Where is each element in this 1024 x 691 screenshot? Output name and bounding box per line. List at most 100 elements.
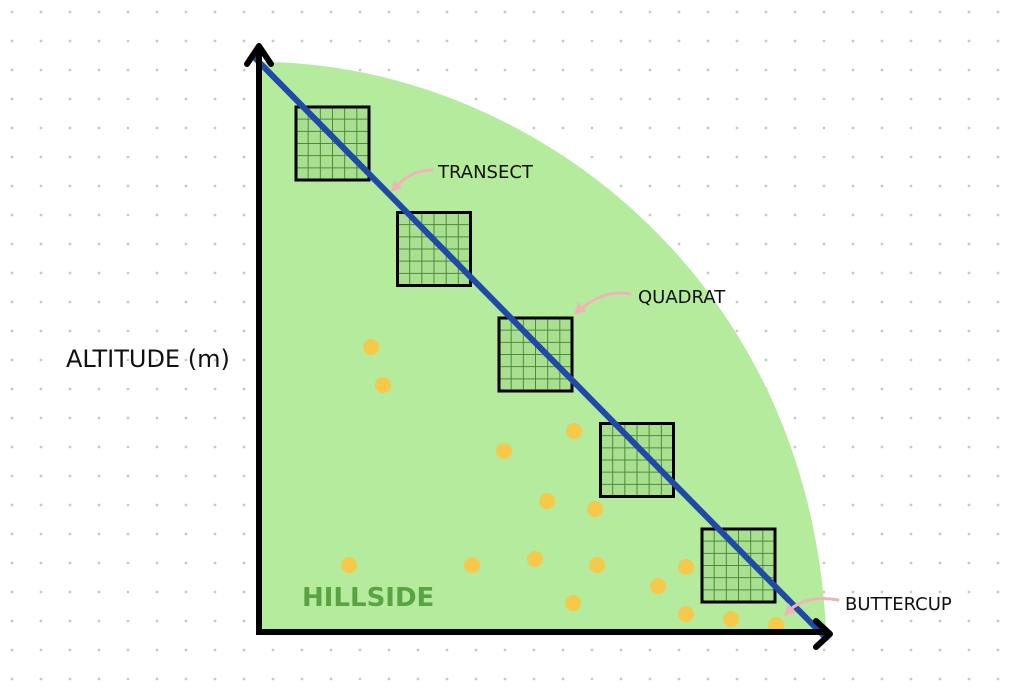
grid-dot (967, 532, 971, 536)
grid-dot (184, 155, 188, 159)
grid-dot (938, 503, 942, 507)
grid-dot (793, 445, 797, 449)
grid-dot (851, 213, 855, 217)
grid-dot (213, 271, 217, 275)
grid-dot (39, 329, 43, 333)
grid-dot (126, 184, 130, 188)
grid-dot (213, 532, 217, 536)
grid-dot (358, 677, 362, 681)
grid-dot (909, 416, 913, 420)
grid-dot (677, 155, 681, 159)
grid-dot (242, 97, 246, 101)
grid-dot (735, 39, 739, 43)
grid-dot (909, 300, 913, 304)
grid-dot (590, 68, 594, 72)
axes (244, 43, 833, 650)
grid-dot (967, 648, 971, 652)
grid-dot (677, 68, 681, 72)
grid-dot (648, 155, 652, 159)
grid-dot (677, 97, 681, 101)
grid-dot (68, 474, 72, 478)
grid-dot (851, 677, 855, 681)
grid-dot (938, 242, 942, 246)
grid-dot (68, 561, 72, 565)
grid-dot (68, 648, 72, 652)
quadrat (700, 527, 777, 604)
grid-dot (39, 387, 43, 391)
grid-dot (590, 126, 594, 130)
grid-dot (764, 68, 768, 72)
grid-dot (126, 329, 130, 333)
grid-dot (358, 10, 362, 14)
grid-dot (938, 416, 942, 420)
grid-dot (967, 213, 971, 217)
grid-dot (213, 329, 217, 333)
grid-dot (39, 213, 43, 217)
grid-dot (387, 648, 391, 652)
grid-dot (909, 68, 913, 72)
grid-dot (706, 155, 710, 159)
grid-dot (184, 39, 188, 43)
grid-dot (155, 155, 159, 159)
grid-dot (793, 329, 797, 333)
grid-dot (851, 532, 855, 536)
grid-dot (706, 242, 710, 246)
quadrat-border (700, 527, 777, 604)
grid-dot (996, 474, 1000, 478)
grid-dot (474, 97, 478, 101)
grid-dot (677, 213, 681, 217)
grid-dot (10, 387, 14, 391)
grid-dot (242, 126, 246, 130)
grid-dot (39, 648, 43, 652)
grid-dot (68, 97, 72, 101)
grid-dot (271, 10, 275, 14)
grid-dot (39, 619, 43, 623)
grid-dot (126, 590, 130, 594)
grid-dot (532, 68, 536, 72)
grid-dot (126, 155, 130, 159)
grid-dot (10, 242, 14, 246)
grid-dot (822, 126, 826, 130)
grid-dot (822, 358, 826, 362)
grid-dot (474, 648, 478, 652)
grid-dot (10, 503, 14, 507)
grid-dot (532, 97, 536, 101)
grid-dot (764, 184, 768, 188)
grid-dot (793, 271, 797, 275)
grid-dot (126, 619, 130, 623)
grid-dot (10, 532, 14, 536)
grid-dot (909, 619, 913, 623)
grid-dot (764, 358, 768, 362)
grid-dot (97, 590, 101, 594)
grid-dot (793, 387, 797, 391)
grid-dot (68, 300, 72, 304)
buttercup-group (341, 339, 784, 633)
grid-dot (735, 648, 739, 652)
grid-dot (10, 10, 14, 14)
grid-dot (155, 474, 159, 478)
grid-dot (648, 126, 652, 130)
grid-dot (155, 126, 159, 130)
grid-dot (97, 39, 101, 43)
grid-dot (155, 590, 159, 594)
buttercup (363, 339, 379, 355)
grid-dot (68, 213, 72, 217)
grid-dot (967, 68, 971, 72)
grid-dot (97, 503, 101, 507)
grid-dot (706, 184, 710, 188)
grid-dot (39, 445, 43, 449)
grid-dot (68, 271, 72, 275)
grid-dot (996, 213, 1000, 217)
buttercup-callout-label: BUTTERCUP (845, 594, 952, 615)
grid-dot (242, 300, 246, 304)
grid-dot (97, 677, 101, 681)
grid-dot (735, 126, 739, 130)
grid-dot (938, 561, 942, 565)
grid-dot (619, 39, 623, 43)
grid-dot (880, 155, 884, 159)
grid-dot (39, 155, 43, 159)
grid-dot (938, 97, 942, 101)
quadrat-border (599, 422, 675, 498)
grid-dot (68, 445, 72, 449)
grid-dot (851, 300, 855, 304)
